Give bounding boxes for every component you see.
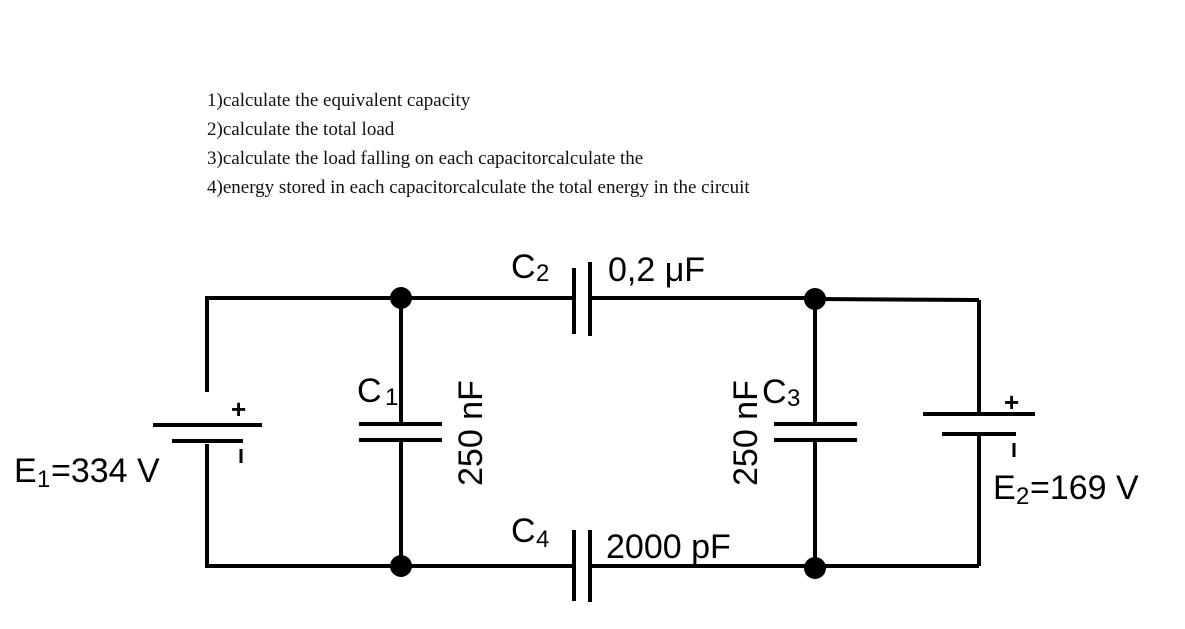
battery-e2 [923, 412, 1035, 457]
c2-value: 0,2 μF [608, 251, 705, 289]
e2-subscript: 2 [1016, 483, 1029, 510]
c1-name: C [357, 372, 382, 410]
capacitor-c3 [774, 422, 857, 442]
c1-subscript: 1 [385, 384, 398, 411]
question-list: 1)calculate the equivalent capacity 2)ca… [207, 86, 750, 202]
capacitor-c2 [572, 262, 592, 336]
junction-dot [804, 557, 826, 579]
c3-subscript: 3 [787, 385, 800, 412]
e1-name: E [14, 452, 37, 490]
wires [205, 296, 981, 568]
question-item: 2)calculate the total load [207, 119, 395, 140]
e2-value: =169 V [1030, 469, 1139, 507]
capacitor-c4 [572, 530, 592, 602]
c2-subscript: 2 [536, 260, 549, 287]
c1-value: 250 nF [452, 380, 490, 486]
c4-value: 2000 pF [606, 528, 731, 566]
junction-dot [804, 288, 826, 310]
question-item: 3)calculate the load falling on each cap… [207, 148, 644, 169]
junction-dot [390, 555, 412, 577]
question-item: 1)calculate the equivalent capacity [207, 90, 471, 111]
capacitor-c1 [359, 422, 442, 442]
c4-subscript: 4 [536, 526, 549, 553]
question-item: 4)energy stored in each capacitorcalcula… [207, 177, 750, 198]
junction-dot [390, 287, 412, 309]
e2-name: E [993, 469, 1016, 507]
battery-e1 [153, 423, 262, 463]
c3-name: C [762, 373, 787, 411]
c2-name: C [511, 248, 536, 286]
c4-name: C [511, 512, 536, 550]
c3-value: 250 nF [727, 380, 765, 486]
e1-plus-sign: + [231, 394, 246, 424]
e1-subscript: 1 [37, 466, 50, 493]
e1-value: =334 V [51, 452, 160, 490]
e2-plus-sign: + [1004, 387, 1019, 417]
